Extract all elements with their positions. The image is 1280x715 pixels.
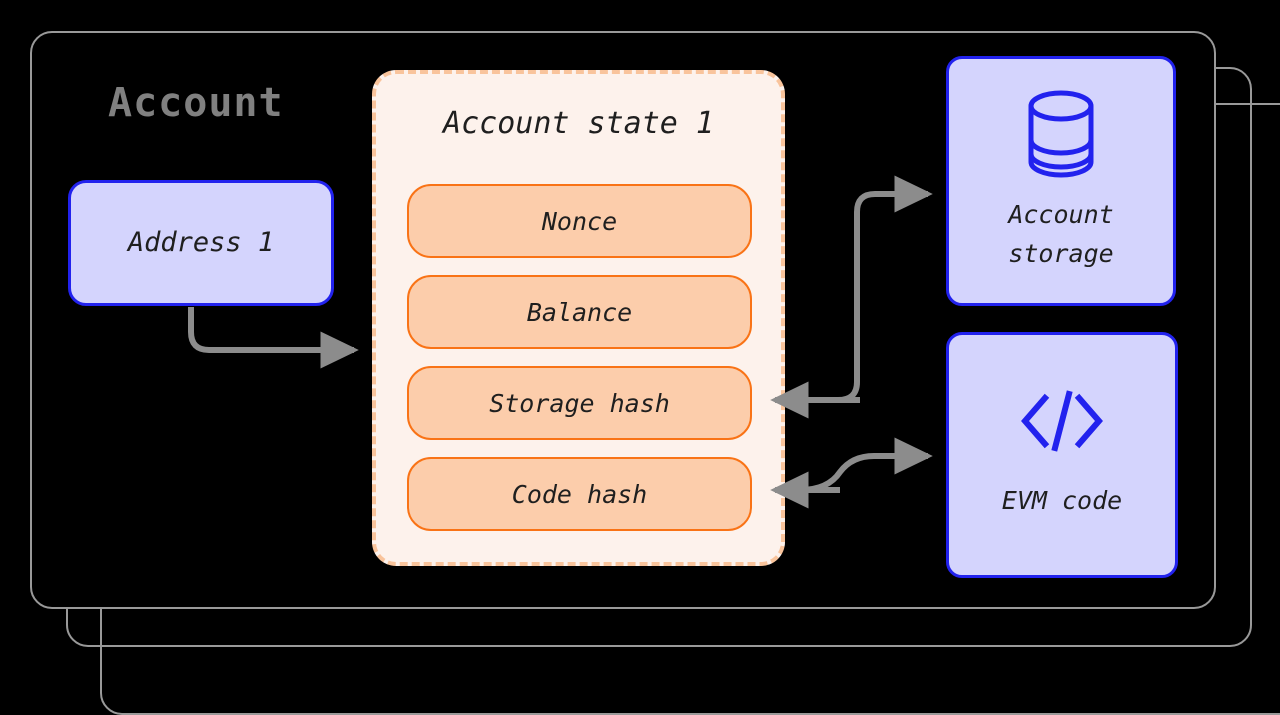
- address-node[interactable]: Address 1: [68, 180, 334, 306]
- evm-code-node[interactable]: EVM code: [946, 332, 1178, 578]
- account-storage-label-line1: Account: [1008, 200, 1114, 230]
- account-storage-node[interactable]: Account storage: [946, 56, 1176, 306]
- state-field-storage-hash[interactable]: Storage hash: [407, 366, 752, 440]
- address-node-label: Address 1: [127, 227, 275, 259]
- state-field-code-hash[interactable]: Code hash: [407, 457, 752, 531]
- evm-code-label: EVM code: [1001, 485, 1123, 515]
- state-field-balance[interactable]: Balance: [407, 275, 752, 349]
- code-brackets-icon: [1019, 389, 1105, 452]
- diagram-canvas: Account Address 1 Account state 1 Nonce …: [30, 31, 1280, 715]
- page-title: Account: [108, 80, 284, 126]
- account-storage-label-line2: storage: [1008, 239, 1114, 268]
- account-storage-label: Account storage: [1008, 196, 1113, 274]
- account-state-title: Account state 1: [443, 106, 714, 141]
- state-field-nonce[interactable]: Nonce: [407, 184, 752, 258]
- database-icon: [1024, 88, 1098, 180]
- account-state-panel: Account state 1 Nonce Balance Storage ha…: [372, 70, 785, 566]
